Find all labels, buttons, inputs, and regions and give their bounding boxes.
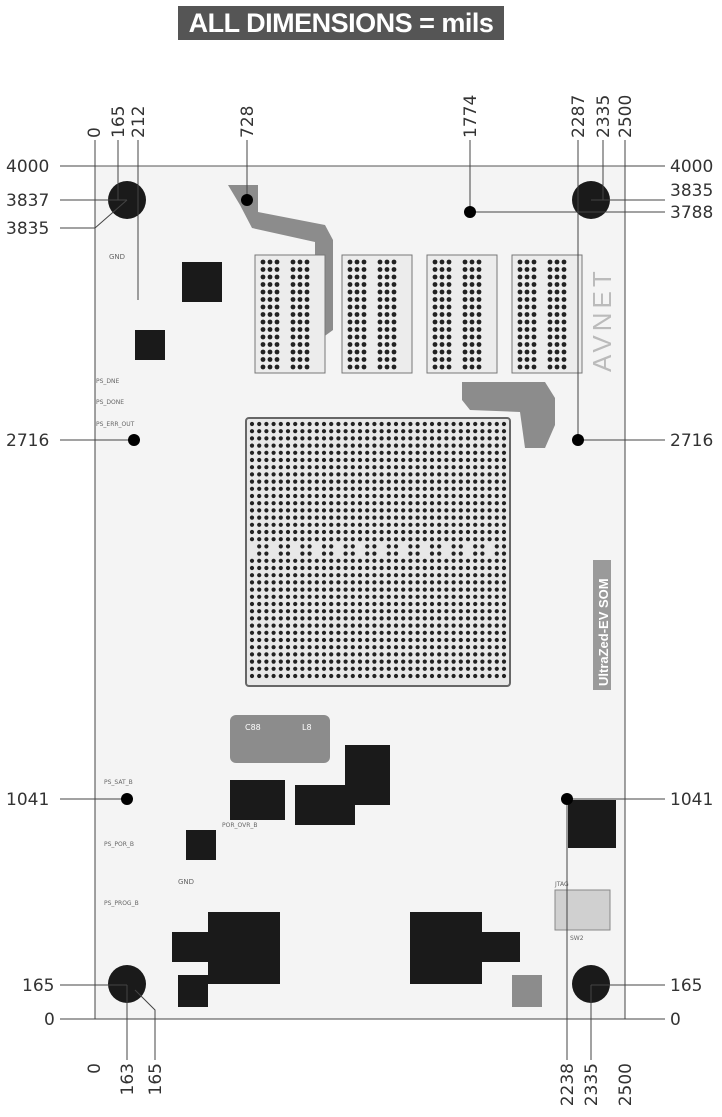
marker-728 [241,194,253,206]
inductor-left [172,932,212,962]
fpga-ball-grid [249,421,507,679]
mounting-hole-bottom-left [108,965,146,1003]
avnet-logo: AVNET [587,267,617,372]
label-l8: L8 [302,723,312,732]
dim-bottom-2335: 2335 [582,1063,602,1106]
dim-right-0: 0 [670,1010,681,1030]
dimensions-banner: ALL DIMENSIONS = mils [178,6,504,40]
dim-left-0: 0 [44,1010,55,1030]
dim-top-labels: 0 165 212 728 1774 2287 2335 2500 [85,95,636,138]
svg-text:UltraZed-EV SOM: UltraZed-EV SOM [596,578,611,686]
ic-top-left [182,262,222,302]
label-ps-prog-b: PS_PROG_B [104,900,139,907]
dim-right-3835: 3835 [670,181,713,201]
copper-trace-top [228,185,333,338]
dim-top-1774: 1774 [461,95,481,138]
memory-chips [254,254,583,374]
dim-right-labels: 4000 3835 3788 2716 1041 165 0 [670,157,713,1030]
label-gnd-top: GND [109,253,125,261]
dim-left-3835: 3835 [6,219,49,239]
dim-bottom-2238: 2238 [558,1063,578,1106]
dim-left-labels: 4000 3837 3835 2716 1041 165 0 [6,157,55,1030]
label-gnd-bottom: GND [178,878,194,886]
marker-2716-left [128,434,140,446]
marker-2716-right [572,434,584,446]
dim-top-2500: 2500 [616,95,636,138]
regulator-left [208,912,280,984]
label-por-ovr-b: POR_OVR_B [222,822,258,829]
label-ps-sat-b: PS_SAT_B [104,779,133,786]
dim-top-728: 728 [238,106,258,138]
fpga-package [245,417,511,687]
label-ps-done: PS_DONE [96,399,124,406]
dim-right-2716: 2716 [670,431,713,451]
inductor-right [480,932,520,962]
copper-plane-right [462,382,555,448]
power-block-left [230,780,285,820]
dim-bottom-labels: 0 163 165 2238 2335 2500 [85,1063,636,1106]
dim-right-4000: 4000 [670,157,713,177]
label-ps-err-out: PS_ERR_OUT [96,421,135,428]
dim-left-1041: 1041 [6,790,49,810]
ic-left [135,330,165,360]
regulator-right [410,912,482,984]
dim-right-165: 165 [670,976,702,996]
dim-top-212: 212 [129,106,149,138]
label-ps-por-b: PS_POR_B [104,841,134,848]
marker-3788 [464,206,476,218]
marker-1041-left [121,793,133,805]
ic-u17 [186,830,216,860]
marker-1041-right [561,793,573,805]
dim-left-4000: 4000 [6,157,49,177]
dim-bottom-163: 163 [118,1063,138,1095]
dim-top-2287: 2287 [569,95,589,138]
label-ps-dne: PS_DNE [96,378,120,385]
jtag-connector [554,889,611,931]
power-block-right [345,745,390,805]
som-label: UltraZed-EV SOM [593,560,611,690]
label-c88: C88 [245,723,261,732]
label-jtag: JTAG [554,881,569,888]
pad-block-br [512,975,542,1007]
plane-c88 [230,715,330,763]
dim-top-165: 165 [109,106,129,138]
dim-bottom-2500: 2500 [616,1063,636,1106]
label-sw2: SW2 [570,935,584,942]
dim-left-165: 165 [22,976,54,996]
dim-right-1041: 1041 [670,790,713,810]
pad-block-bl [178,975,208,1007]
dim-right-3788: 3788 [670,203,713,223]
dim-bottom-165: 165 [146,1063,166,1095]
dim-left-3837: 3837 [6,191,49,211]
dim-top-2335: 2335 [594,95,614,138]
dim-bottom-0: 0 [85,1063,105,1074]
dim-top-0: 0 [85,127,105,138]
mounting-hole-bottom-right [572,965,610,1003]
dim-left-2716: 2716 [6,431,49,451]
switch-sw2 [568,800,616,848]
